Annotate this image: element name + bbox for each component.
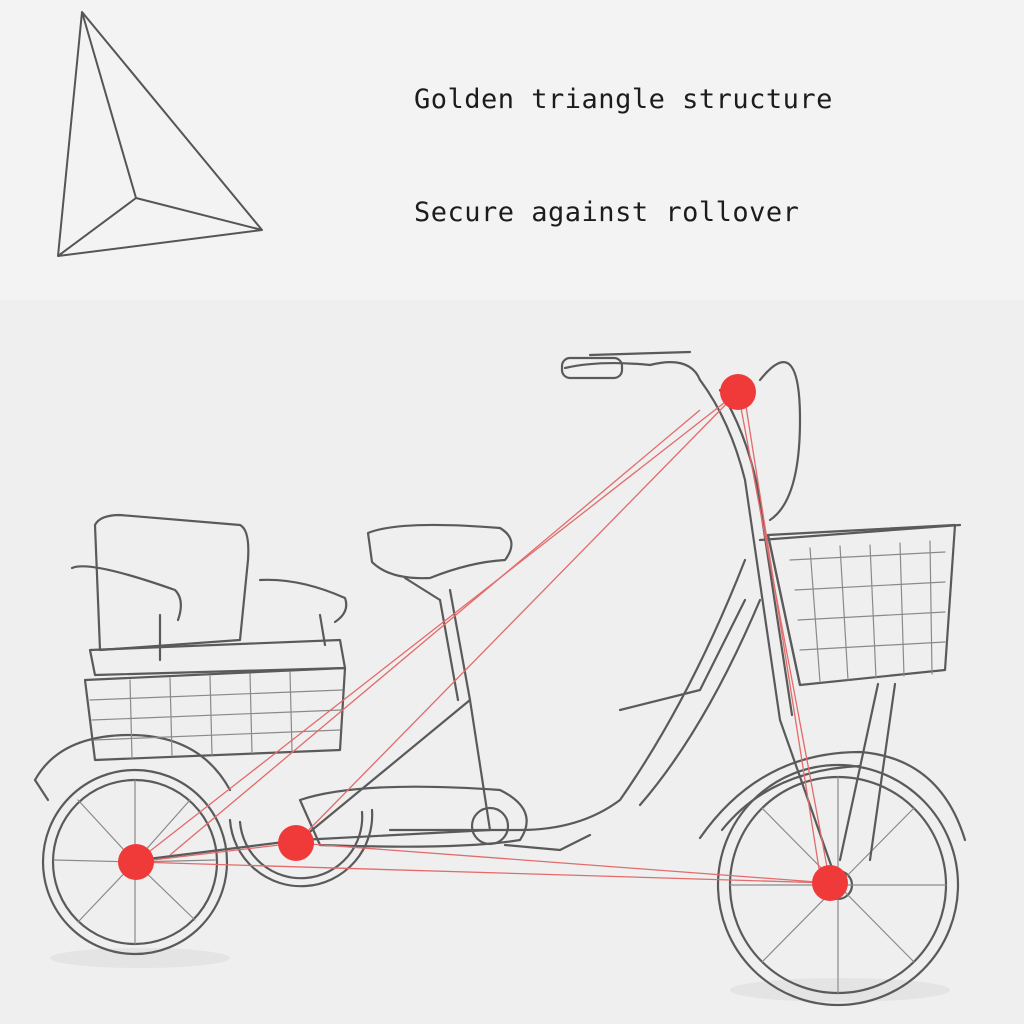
caption-golden-triangle: Golden triangle structure (414, 84, 833, 115)
crank-point (278, 825, 314, 861)
front-basket (758, 523, 962, 862)
caption-rollover: Secure against rollover (414, 197, 800, 228)
handlebar-point (720, 374, 756, 410)
rear-seat (70, 513, 348, 677)
header-band (0, 0, 1024, 300)
front-axle-point (812, 865, 848, 901)
triangle-lines (135, 391, 831, 884)
rear-basket (83, 666, 347, 762)
rear-axle-point (118, 844, 154, 880)
